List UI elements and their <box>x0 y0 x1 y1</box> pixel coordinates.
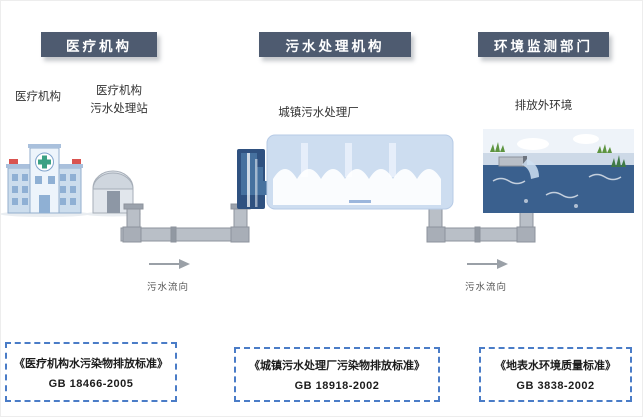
station-label: 医疗机构 污水处理站 <box>79 83 159 119</box>
station-label-line2: 污水处理站 <box>90 102 148 115</box>
pipe-icon <box>120 203 537 243</box>
plant-label: 城镇污水处理厂 <box>278 107 359 119</box>
standard-title-plant: 《城镇污水处理厂污染物排放标准》 <box>249 360 425 372</box>
hospital-icon <box>6 144 83 214</box>
station-label-line1: 医疗机构 <box>96 85 142 97</box>
standard-code-medical: GB 18466-2005 <box>48 377 134 390</box>
flow-direction-label-2: 污水流向 <box>464 282 507 293</box>
standard-title-medical: 《医疗机构水污染物排放标准》 <box>14 357 168 370</box>
header-badge-environment-monitoring: 环境监测部门 <box>478 32 609 57</box>
river-environment-icon <box>483 129 634 213</box>
standard-box-plant: 《城镇污水处理厂污染物排放标准》 GB 18918-2002 <box>234 347 440 402</box>
flow-direction-label-1: 污水流向 <box>146 282 189 293</box>
sewage-plant-icon <box>237 134 454 210</box>
sewage-station-icon <box>92 170 134 214</box>
standard-title-surface-water: 《地表水环境质量标准》 <box>495 360 616 372</box>
standard-code-plant: GB 18918-2002 <box>294 380 380 392</box>
flow-arrow-icon <box>149 259 508 269</box>
hospital-label: 医疗机构 <box>15 91 61 103</box>
standard-box-medical: 《医疗机构水污染物排放标准》 GB 18466-2005 <box>5 342 177 402</box>
standard-code-surface-water: GB 3838-2002 <box>516 380 595 392</box>
header-badge-sewage-treatment: 污水处理机构 <box>259 32 411 57</box>
discharge-label: 排放外环境 <box>514 100 573 112</box>
header-badge-medical-institution: 医疗机构 <box>41 32 157 57</box>
standard-box-surface-water: 《地表水环境质量标准》 GB 3838-2002 <box>479 347 632 402</box>
